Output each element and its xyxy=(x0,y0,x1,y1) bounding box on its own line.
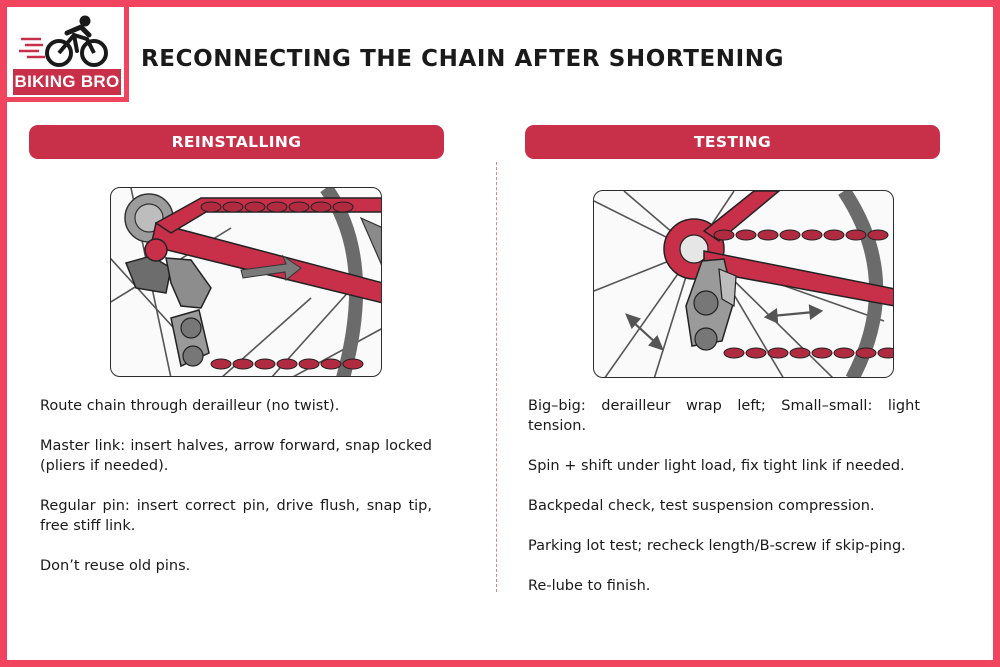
reinstalling-steps: Route chain through derailleur (no twist… xyxy=(40,396,432,596)
section-heading-reinstalling: REINSTALLING xyxy=(29,125,444,159)
list-item: Spin + shift under light load, fix tight… xyxy=(528,458,905,474)
column-divider xyxy=(496,162,497,592)
list-item: Don’t reuse old pins. xyxy=(40,558,191,574)
brand-logo: BIKING BRO xyxy=(7,7,129,102)
list-item: Master link: insert halves, arrow forwar… xyxy=(40,438,432,474)
list-item: Route chain through derailleur (no twist… xyxy=(40,398,340,414)
list-item: Regular pin: insert correct pin, drive f… xyxy=(40,498,432,534)
cyclist-icon xyxy=(19,15,108,67)
list-item: Parking lot test; recheck length/B-screw… xyxy=(528,538,906,554)
section-heading-testing: TESTING xyxy=(525,125,940,159)
testing-steps: Big–big: derailleur wrap left; Small–sma… xyxy=(528,396,920,616)
list-item: Backpedal check, test suspension compres… xyxy=(528,498,875,514)
rear-derailleur-chain-illustration xyxy=(110,187,382,377)
page-title: RECONNECTING THE CHAIN AFTER SHORTENING xyxy=(141,46,785,72)
derailleur-shifting-test-illustration xyxy=(593,190,894,378)
brand-name: BIKING BRO xyxy=(13,69,121,95)
list-item: Big–big: derailleur wrap left; Small–sma… xyxy=(528,398,920,434)
list-item: Re-lube to finish. xyxy=(528,578,651,594)
